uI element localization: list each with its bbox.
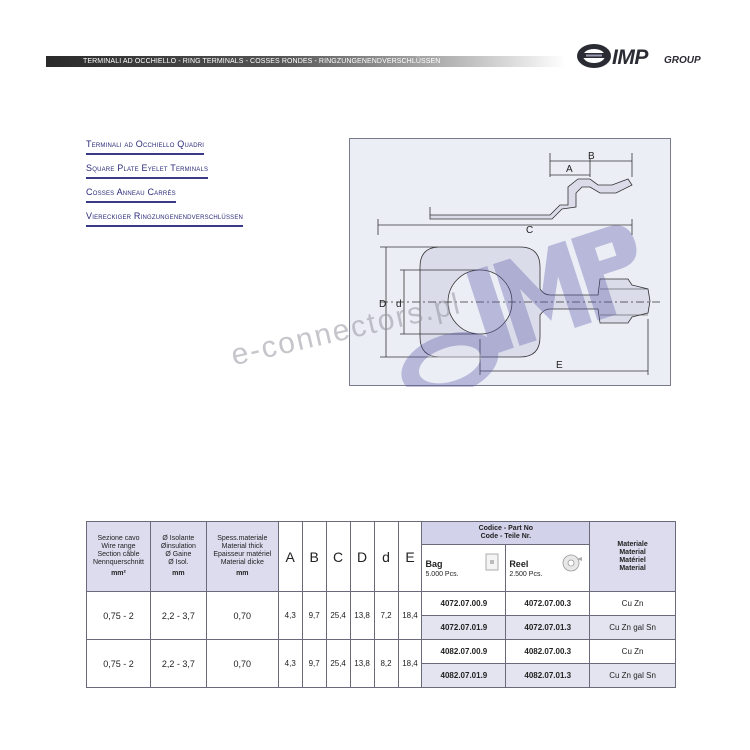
cell-thickness: 0,70 <box>205 639 279 688</box>
dim-label-a: A <box>566 164 573 175</box>
dim-label-d-outer: D <box>379 299 386 310</box>
logo-wordmark: IMP <box>612 46 648 69</box>
col-header-bag: Bag 5.000 Pcs. <box>421 544 507 592</box>
imp-logo-icon <box>577 44 611 68</box>
cell-b: 9,7 <box>301 591 327 640</box>
cell-material: Cu Zn gal Sn <box>589 663 676 688</box>
cell-material: Cu Zn <box>589 639 676 664</box>
title-italian: Terminali ad Occhiello Quadri <box>86 136 205 155</box>
col-header-insulation: Ø Isolante Øinsulation Ø Gaine Ø Isol. m… <box>149 521 207 592</box>
cell-thickness: 0,70 <box>205 591 279 640</box>
cell-reel-code: 4072.07.01.3 <box>505 615 591 640</box>
logo-group-text: GROUP <box>664 55 701 66</box>
product-titles: Terminali ad Occhiello Quadri Square Pla… <box>86 136 286 232</box>
cell-reel-code: 4072.07.00.3 <box>505 591 591 616</box>
col-header-reel: Reel 2.500 Pcs. <box>505 544 591 592</box>
cell-bag-code: 4082.07.00.9 <box>421 639 507 664</box>
cell-b: 9,7 <box>301 639 327 688</box>
dim-label-b: B <box>588 151 595 162</box>
technical-drawing: A B C D d E <box>349 138 671 387</box>
cell-a: 4,3 <box>277 591 303 640</box>
cell-wire-range: 0,75 - 2 <box>86 591 151 640</box>
cell-material: Cu Zn <box>589 591 676 616</box>
col-header-b: B <box>301 521 327 592</box>
dim-label-e: E <box>556 360 563 371</box>
cell-e: 18,4 <box>397 639 423 688</box>
cell-reel-code: 4082.07.00.3 <box>505 639 591 664</box>
cell-c: 25,4 <box>325 591 351 640</box>
cell-bag-code: 4082.07.01.9 <box>421 663 507 688</box>
title-english: Square Plate Eyelet Terminals <box>86 160 209 179</box>
cell-bag-code: 4072.07.00.9 <box>421 591 507 616</box>
cell-wire-range: 0,75 - 2 <box>86 639 151 688</box>
col-header-thickness: Spess.materiale Material thick Epaisseur… <box>205 521 279 592</box>
terminal-drawing-svg: A B C D d E <box>377 151 660 387</box>
col-header-d-inner: d <box>373 521 399 592</box>
col-header-a: A <box>277 521 303 592</box>
col-header-part-code: Codice - Part No Code - Teile Nr. <box>421 521 591 545</box>
cell-a: 4,3 <box>277 639 303 688</box>
cell-bag-code: 4072.07.01.9 <box>421 615 507 640</box>
cell-insulation: 2,2 - 3,7 <box>149 639 207 688</box>
cell-d-inner: 8,2 <box>373 639 399 688</box>
col-header-material: Materiale Material Matériel Material <box>589 521 676 592</box>
cell-d-outer: 13,8 <box>349 639 375 688</box>
cell-e: 18,4 <box>397 591 423 640</box>
imp-watermark-icon <box>401 225 637 387</box>
title-german: Viereckiger Ringzungenendverschlüssen <box>86 208 244 227</box>
spec-table: Sezione cavo Wire range Section câble Ne… <box>86 521 676 688</box>
title-french: Cosses Anneau Carrés <box>86 184 176 203</box>
bag-icon <box>485 553 499 571</box>
cell-reel-code: 4082.07.01.3 <box>505 663 591 688</box>
header-band-text: TERMINALI AD OCCHIELLO - RING TERMINALS … <box>83 58 441 65</box>
cell-d-inner: 7,2 <box>373 591 399 640</box>
cell-d-outer: 13,8 <box>349 591 375 640</box>
reel-icon <box>562 554 583 572</box>
col-header-d-outer: D <box>349 521 375 592</box>
col-header-c: C <box>325 521 351 592</box>
col-header-e: E <box>397 521 423 592</box>
cell-material: Cu Zn gal Sn <box>589 615 676 640</box>
cell-c: 25,4 <box>325 639 351 688</box>
dim-label-c: C <box>526 225 533 236</box>
header-band <box>46 56 566 67</box>
dim-label-d-inner: d <box>396 299 402 310</box>
cell-insulation: 2,2 - 3,7 <box>149 591 207 640</box>
col-header-wire-range: Sezione cavo Wire range Section câble Ne… <box>86 521 151 592</box>
